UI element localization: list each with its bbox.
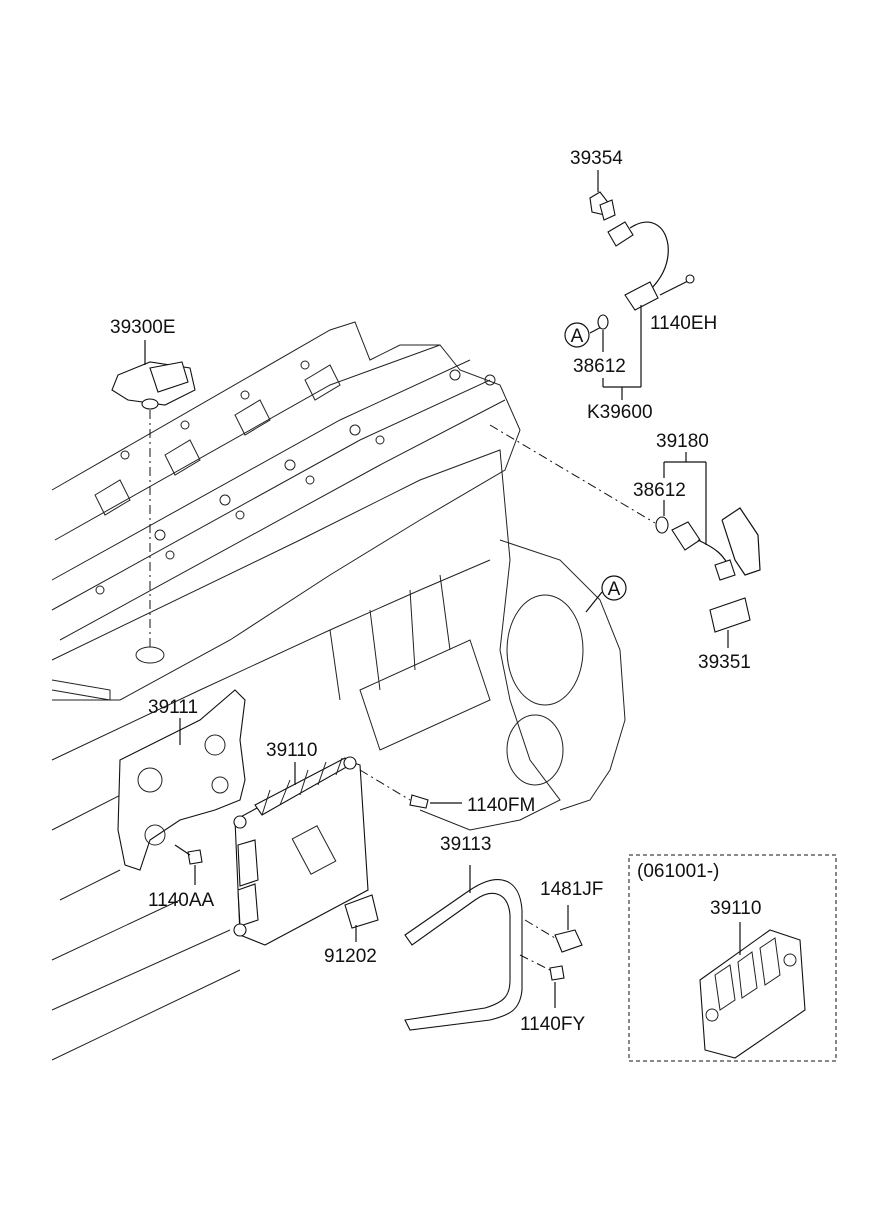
label-39110: 39110 [266, 740, 317, 761]
bracket-39113 [404, 865, 583, 1031]
ecu-39110 [174, 756, 462, 946]
inset-part-label: 39110 [710, 898, 761, 919]
inset-box [628, 854, 837, 1062]
label-1140fm: 1140FM [467, 795, 535, 816]
label-38612-mid: 38612 [633, 480, 686, 501]
inset-date-label: (061001-) [637, 861, 719, 882]
label-k39600: K39600 [587, 402, 653, 423]
part-labels: 39354 1140EH 38612 K39600 39300E 39180 3… [110, 148, 761, 1035]
engine-block [51, 321, 626, 1061]
callout-a-label: A [608, 579, 621, 600]
label-1481jf: 1481JF [540, 879, 603, 900]
label-38612-top: 38612 [573, 356, 626, 377]
label-1140aa: 1140AA [148, 890, 215, 911]
sensor-39180 [489, 424, 761, 648]
callout-a-label: A [571, 326, 584, 347]
label-39180: 39180 [656, 431, 709, 452]
label-39351: 39351 [698, 652, 751, 673]
callout-a-engine: A [585, 575, 627, 613]
label-39300e: 39300E [110, 317, 176, 338]
label-39354: 39354 [570, 148, 623, 169]
sensor-39300e [111, 340, 196, 664]
bracket-39111 [117, 689, 246, 871]
callout-a-top: A [564, 322, 606, 348]
label-1140eh: 1140EH [650, 313, 717, 334]
label-39111: 39111 [148, 697, 198, 718]
label-91202: 91202 [324, 946, 377, 967]
sensor-assembly-top [589, 170, 695, 400]
label-39113: 39113 [440, 834, 491, 855]
label-1140fy: 1140FY [520, 1014, 585, 1035]
